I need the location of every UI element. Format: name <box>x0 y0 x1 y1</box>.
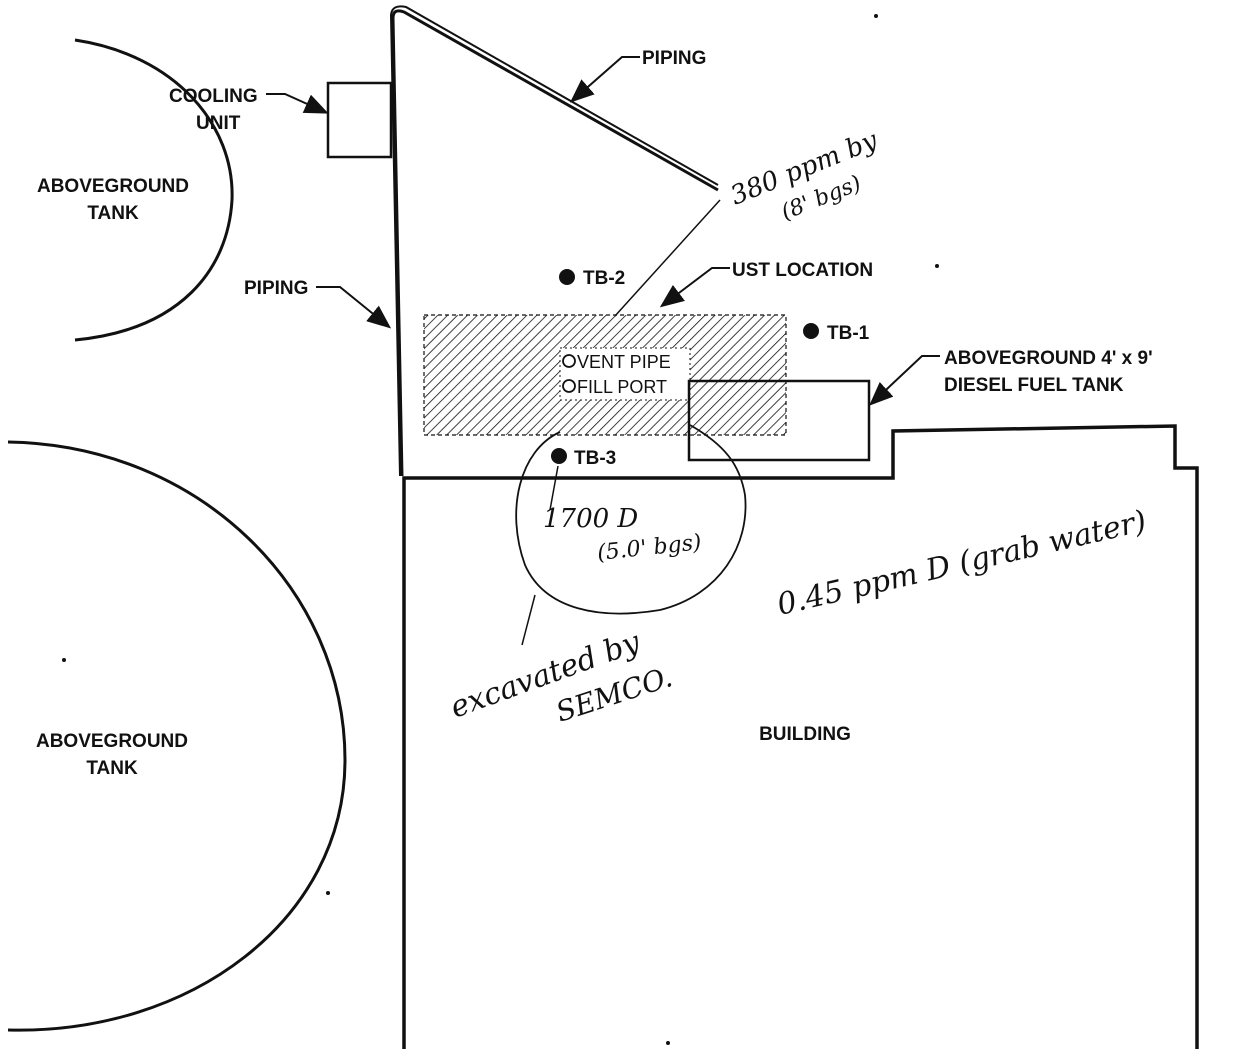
tb3-result-line-2: (5.0' bgs) <box>596 530 703 566</box>
aboveground-tank-bottom-label-1: ABOVEGROUND <box>36 731 188 752</box>
tb2-result-leader <box>614 199 721 317</box>
speck <box>666 1041 670 1045</box>
piping-run-inner <box>389 5 719 477</box>
speck <box>326 891 330 895</box>
ust-location-label: UST LOCATION <box>732 260 873 281</box>
piping-top-arrow <box>569 56 640 103</box>
tb3-result-leader <box>549 465 559 511</box>
speck <box>874 14 878 18</box>
aboveground-tank-bottom-outline <box>7 440 347 1032</box>
tb1-marker <box>803 323 819 339</box>
piping-top-label: PIPING <box>642 48 706 69</box>
excavation-area <box>515 424 747 615</box>
piping-run <box>391 9 719 477</box>
ust-location-arrow <box>659 267 730 308</box>
tb2-label: TB-2 <box>583 268 625 289</box>
vent-fill-label-bg <box>559 347 691 401</box>
tb3-result-line-1: 1700 D <box>543 504 638 534</box>
tb3-label: TB-3 <box>574 448 616 469</box>
cooling-unit-label-2: UNIT <box>196 113 241 134</box>
vent-pipe-symbol <box>562 354 576 368</box>
building-label: BUILDING <box>759 724 851 745</box>
water-result: 0.45 ppm D (grab water) <box>774 504 1150 623</box>
aboveground-tank-top-outline <box>74 38 234 342</box>
tb2-marker <box>559 269 575 285</box>
fill-port-label: FILL PORT <box>577 377 667 397</box>
tb3-marker <box>551 448 567 464</box>
cooling-unit-box <box>326 81 393 159</box>
building-outline <box>402 424 1199 1049</box>
speck <box>62 658 66 662</box>
aboveground-tank-top-label-2: TANK <box>87 203 139 224</box>
tb1-label: TB-1 <box>827 323 870 344</box>
diesel-tank-box <box>687 379 871 462</box>
diesel-tank-label-1: ABOVEGROUND 4' x 9' <box>944 348 1153 369</box>
cooling-unit-arrow <box>266 93 329 114</box>
aboveground-tank-top-label-1: ABOVEGROUND <box>37 176 189 197</box>
excavated-leader <box>521 594 536 646</box>
speck <box>935 264 939 268</box>
piping-left-label: PIPING <box>244 278 308 299</box>
cooling-unit-label-1: COOLING <box>169 86 258 107</box>
piping-left-arrow <box>316 286 392 329</box>
vent-pipe-label: VENT PIPE <box>577 352 671 372</box>
fill-port-symbol <box>562 379 576 393</box>
diesel-tank-label-2: DIESEL FUEL TANK <box>944 375 1124 396</box>
diesel-tank-arrow <box>869 355 940 406</box>
aboveground-tank-bottom-label-2: TANK <box>86 758 138 779</box>
